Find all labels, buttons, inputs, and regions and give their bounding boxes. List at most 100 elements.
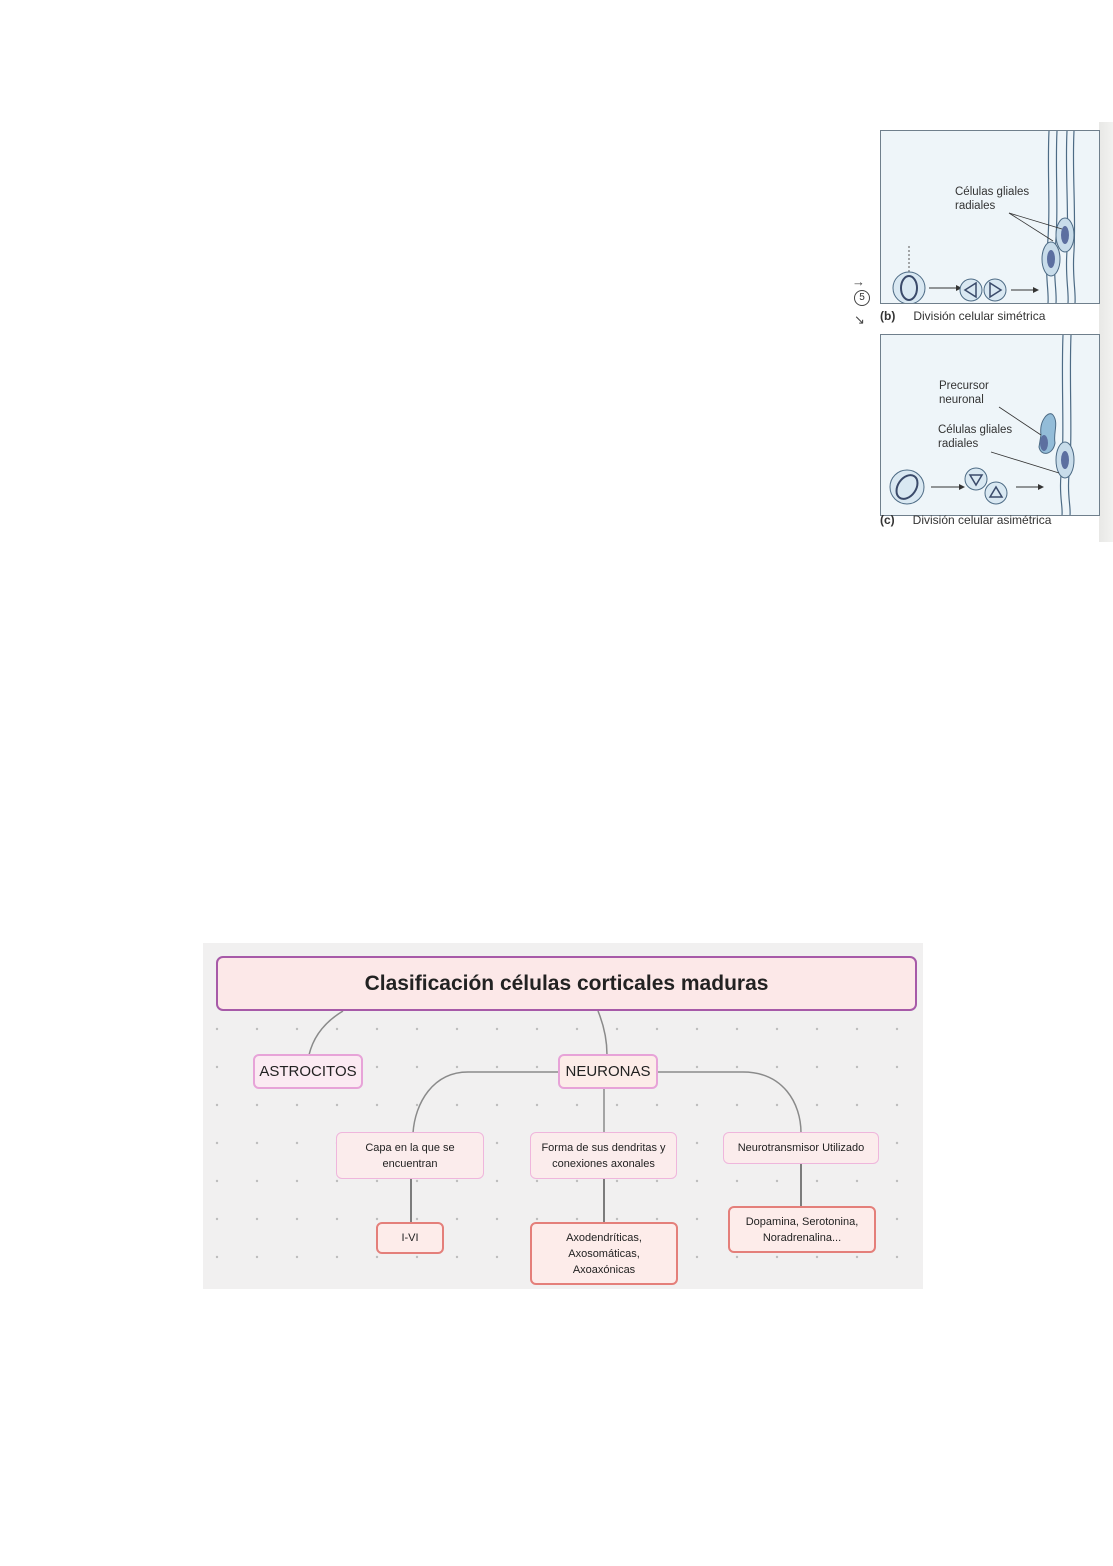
- grid-dot: [695, 1027, 699, 1031]
- grid-dot: [295, 1179, 299, 1183]
- grid-dot: [535, 1103, 539, 1107]
- grid-dot: [655, 1179, 659, 1183]
- grid-dot: [855, 1027, 859, 1031]
- grid-dot: [375, 1065, 379, 1069]
- symmetric-division-illustration: [892, 131, 1076, 303]
- panel-asymmetric-division: Precursor neuronal Células gliales radia…: [880, 334, 1100, 516]
- grid-dot: [895, 1255, 899, 1259]
- grid-dot: [295, 1141, 299, 1145]
- grid-dot: [215, 1141, 219, 1145]
- grid-dot: [535, 1179, 539, 1183]
- grid-dot: [575, 1027, 579, 1031]
- mind-map-title: Clasificación células corticales maduras: [216, 956, 917, 1011]
- grid-dot: [895, 1103, 899, 1107]
- grid-dot: [855, 1255, 859, 1259]
- grid-dot: [815, 1255, 819, 1259]
- grid-dot: [295, 1103, 299, 1107]
- grid-dot: [415, 1255, 419, 1259]
- grid-dot: [335, 1179, 339, 1183]
- grid-dot: [415, 1217, 419, 1221]
- value-forma: Axodendríticas, Axosomáticas, Axoaxónica…: [530, 1222, 678, 1285]
- grid-dot: [215, 1217, 219, 1221]
- grid-dot: [375, 1255, 379, 1259]
- grid-dot: [415, 1103, 419, 1107]
- asymmetric-division-illustration: [889, 335, 1075, 515]
- grid-dot: [255, 1217, 259, 1221]
- grid-dot: [255, 1103, 259, 1107]
- grid-dot: [895, 1179, 899, 1183]
- grid-dot: [575, 1217, 579, 1221]
- grid-dot: [615, 1027, 619, 1031]
- grid-dot: [775, 1103, 779, 1107]
- mind-map: Clasificación células corticales maduras…: [203, 943, 923, 1289]
- grid-dot: [495, 1103, 499, 1107]
- arrow-right-icon: →: [852, 274, 865, 289]
- panel-symmetric-division: Células gliales radiales: [880, 130, 1100, 304]
- grid-dot: [775, 1179, 779, 1183]
- grid-dot: [735, 1065, 739, 1069]
- grid-dot: [495, 1255, 499, 1259]
- grid-dot: [255, 1141, 259, 1145]
- grid-dot: [215, 1027, 219, 1031]
- link-title-astrocitos: [308, 1010, 344, 1056]
- grid-dot: [255, 1027, 259, 1031]
- grid-dot: [415, 1027, 419, 1031]
- grid-dot: [495, 1217, 499, 1221]
- grid-dot: [695, 1141, 699, 1145]
- page-edge-strip: [1099, 122, 1113, 542]
- node-neuronas: NEURONAS: [558, 1054, 658, 1089]
- node-neurotransmisor: Neurotransmisor Utilizado: [723, 1132, 879, 1164]
- grid-dot: [655, 1103, 659, 1107]
- grid-dot: [495, 1141, 499, 1145]
- grid-dot: [495, 1027, 499, 1031]
- grid-dot: [495, 1179, 499, 1183]
- grid-dot: [215, 1255, 219, 1259]
- grid-dot: [735, 1103, 739, 1107]
- grid-dot: [215, 1065, 219, 1069]
- caption-asymmetric-division: (c)División celular asimétrica: [880, 513, 1052, 527]
- grid-dot: [455, 1027, 459, 1031]
- grid-dot: [615, 1217, 619, 1221]
- node-forma: Forma de sus dendritas y conexiones axon…: [530, 1132, 677, 1179]
- grid-dot: [655, 1217, 659, 1221]
- caption-symmetric-division: (b)División celular simétrica: [880, 309, 1046, 323]
- step-number-badge: 5: [854, 290, 870, 306]
- link-neuronas-neuro: [658, 1071, 802, 1134]
- value-capa: I-VI: [376, 1222, 444, 1254]
- grid-dot: [295, 1255, 299, 1259]
- grid-dot: [895, 1141, 899, 1145]
- grid-dot: [215, 1179, 219, 1183]
- grid-dot: [895, 1217, 899, 1221]
- grid-dot: [535, 1217, 539, 1221]
- grid-dot: [455, 1065, 459, 1069]
- grid-dot: [215, 1103, 219, 1107]
- grid-dot: [535, 1027, 539, 1031]
- grid-dot: [855, 1103, 859, 1107]
- grid-dot: [455, 1255, 459, 1259]
- grid-dot: [695, 1103, 699, 1107]
- grid-dot: [815, 1065, 819, 1069]
- grid-dot: [295, 1217, 299, 1221]
- neuronal-precursor-label: Precursor neuronal: [939, 380, 989, 406]
- grid-dot: [455, 1217, 459, 1221]
- grid-dot: [855, 1065, 859, 1069]
- grid-dot: [775, 1065, 779, 1069]
- grid-dot: [255, 1255, 259, 1259]
- grid-dot: [695, 1065, 699, 1069]
- value-neurotransmisor: Dopamina, Serotonina, Noradrenalina...: [728, 1206, 876, 1253]
- grid-dot: [615, 1179, 619, 1183]
- cell-division-figure: → 5 ↘ Células: [848, 122, 1113, 542]
- grid-dot: [375, 1027, 379, 1031]
- grid-dot: [255, 1179, 259, 1183]
- grid-dot: [415, 1065, 419, 1069]
- grid-dot: [415, 1179, 419, 1183]
- grid-dot: [335, 1103, 339, 1107]
- grid-dot: [375, 1217, 379, 1221]
- grid-dot: [735, 1179, 739, 1183]
- grid-dot: [895, 1027, 899, 1031]
- grid-dot: [455, 1103, 459, 1107]
- arrow-diagonal-icon: ↘: [854, 312, 865, 327]
- grid-dot: [455, 1179, 459, 1183]
- node-capa: Capa en la que se encuentran: [336, 1132, 484, 1179]
- grid-dot: [855, 1179, 859, 1183]
